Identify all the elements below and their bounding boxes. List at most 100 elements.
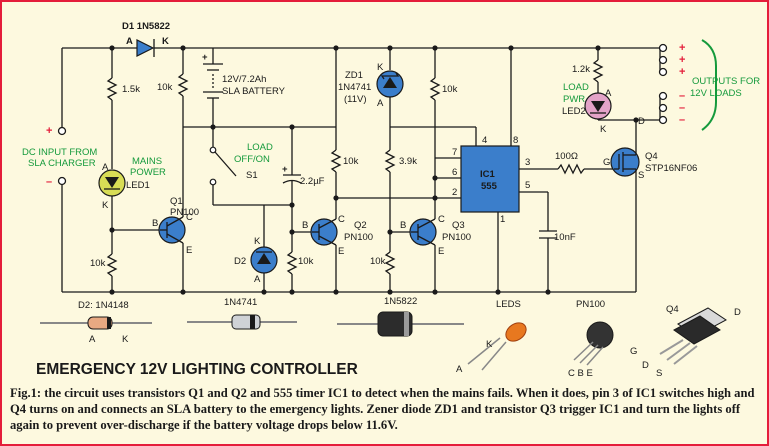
r8-value: 10k bbox=[442, 84, 458, 95]
battery: + 12V/7.2Ah SLA BATTERY bbox=[183, 48, 336, 130]
pin-8: 8 bbox=[513, 135, 518, 146]
s1-label-2: OFF/ON bbox=[234, 154, 270, 165]
part-d1-label: 1N5822 bbox=[384, 296, 417, 307]
r7-value: 10k bbox=[370, 256, 386, 267]
q3-name: Q3 bbox=[452, 220, 465, 231]
led2-branch: 1.2k A K LOAD PWR LED2 bbox=[562, 48, 660, 135]
q4-g: G bbox=[603, 157, 610, 168]
transistor-q1: B C E Q1 PN100 bbox=[152, 196, 199, 292]
left-branch: 1.5k A K MAINS POWER LED1 10k bbox=[90, 48, 166, 292]
part-zener-label: 1N4741 bbox=[224, 297, 257, 308]
circuit-schematic: D1 1N5822 A K + – DC INPUT FROM SLA CHAR… bbox=[22, 21, 760, 379]
zd1-a: A bbox=[377, 98, 384, 109]
r8-branch: 10k bbox=[429, 48, 458, 219]
input-label-1: DC INPUT FROM bbox=[22, 147, 97, 158]
q1-e: E bbox=[186, 245, 192, 256]
q1-c: C bbox=[186, 212, 193, 223]
ic1-555: IC1 555 4 8 7 6 2 3 5 1 bbox=[390, 48, 558, 292]
transistor-q3: B C E Q3 PN100 bbox=[400, 214, 471, 292]
switch-s1: LOAD OFF/ON S1 bbox=[209, 127, 292, 242]
figure-title: EMERGENCY 12V LIGHTING CONTROLLER bbox=[36, 361, 358, 378]
parts-row: D2: 1N4148 A K 1N4741 1N5822 LEDS K A PN… bbox=[40, 296, 741, 379]
diode-d2: K A D2 bbox=[234, 236, 278, 292]
zd1-k: K bbox=[377, 62, 384, 73]
q1-name: Q1 bbox=[170, 196, 183, 207]
led1-a: A bbox=[102, 162, 109, 173]
d2-k: K bbox=[254, 236, 261, 247]
out-plus-3: + bbox=[679, 66, 685, 78]
out-plus-1: + bbox=[679, 42, 685, 54]
r6-value: 3.9k bbox=[399, 156, 417, 167]
q2-type: PN100 bbox=[344, 232, 373, 243]
resistor-r11: 100Ω bbox=[555, 151, 614, 175]
d1-label: D1 1N5822 bbox=[122, 21, 170, 32]
part-q4-label: Q4 bbox=[666, 304, 679, 315]
part-q4-g: G bbox=[630, 346, 637, 357]
led2-name: LED2 bbox=[562, 106, 586, 117]
q2-e: E bbox=[338, 246, 344, 257]
part-leds-a: A bbox=[456, 364, 463, 375]
led2-label-1: LOAD bbox=[563, 82, 589, 93]
ic1-type: 555 bbox=[481, 181, 498, 192]
battery-label-1: 12V/7.2Ah bbox=[222, 74, 266, 85]
q2-b: B bbox=[302, 220, 308, 231]
output-terminals: + + + – – – OUTPUTS FOR 12V LOADS bbox=[658, 39, 760, 131]
q2-name: Q2 bbox=[354, 220, 367, 231]
out-minus-3: – bbox=[679, 114, 685, 126]
q4-name: Q4 bbox=[645, 151, 658, 162]
s1-name: S1 bbox=[246, 170, 258, 181]
battery-plus: + bbox=[202, 52, 208, 63]
battery-label-2: SLA BATTERY bbox=[222, 86, 286, 97]
r5-value: 10k bbox=[343, 156, 359, 167]
d1-a: A bbox=[126, 36, 133, 47]
zd1-label-1: ZD1 bbox=[345, 70, 363, 81]
r11-value: 100Ω bbox=[555, 151, 578, 162]
transistor-q2: B C E Q2 PN100 bbox=[302, 214, 373, 292]
r3-value: 10k bbox=[157, 82, 173, 93]
d1-k: K bbox=[162, 36, 169, 47]
d2-name: D2 bbox=[234, 256, 246, 267]
r10-value: 1.2k bbox=[572, 64, 590, 75]
q3-c: C bbox=[438, 214, 445, 225]
out-minus-1: – bbox=[679, 90, 685, 102]
q2-c: C bbox=[338, 214, 345, 225]
led1-label-1: MAINS bbox=[132, 156, 162, 167]
r1-value: 1.5k bbox=[122, 84, 140, 95]
r5-branch: 10k bbox=[330, 48, 435, 219]
top-rail bbox=[61, 45, 660, 127]
pin-2: 2 bbox=[452, 187, 457, 198]
pin-6: 6 bbox=[452, 167, 457, 178]
input-terminals: + – DC INPUT FROM SLA CHARGER bbox=[22, 125, 97, 292]
ic1-name: IC1 bbox=[480, 169, 496, 180]
input-label-2: SLA CHARGER bbox=[28, 158, 96, 169]
led2-k: K bbox=[600, 124, 607, 135]
pin-3: 3 bbox=[525, 157, 530, 168]
diode-d1: D1 1N5822 A K bbox=[122, 21, 170, 57]
part-leds-k: K bbox=[486, 339, 493, 350]
led2-label-2: PWR bbox=[563, 94, 585, 105]
q4-d: D bbox=[638, 116, 645, 127]
part-q4-s: S bbox=[656, 368, 662, 379]
r4-branch: 10k bbox=[286, 202, 314, 292]
part-leds-label: LEDS bbox=[496, 299, 521, 310]
d2-a: A bbox=[254, 274, 261, 285]
q3-e: E bbox=[438, 246, 444, 257]
led1-k: K bbox=[102, 200, 109, 211]
zd1-label-3: (11V) bbox=[344, 94, 367, 105]
r4-value: 10k bbox=[298, 256, 314, 267]
zd1-label-2: 1N4741 bbox=[338, 82, 371, 93]
zener-zd1: K A ZD1 1N4741 (11V) bbox=[338, 48, 404, 150]
part-pn100-cbe: C B E bbox=[568, 368, 593, 379]
q4-s: S bbox=[638, 170, 644, 181]
pin-4: 4 bbox=[482, 135, 487, 146]
part-d2-label: D2: 1N4148 bbox=[78, 300, 129, 311]
c1-value: 2.2µF bbox=[300, 176, 325, 187]
led1-label-2: POWER bbox=[130, 167, 166, 178]
capacitor-c1: + 2.2µF bbox=[282, 124, 325, 205]
input-plus: + bbox=[46, 125, 52, 137]
out-plus-2: + bbox=[679, 54, 685, 66]
pin-1: 1 bbox=[500, 214, 505, 225]
r6-r7-branch: 3.9k 10k bbox=[370, 149, 417, 292]
outputs-label-2: 12V LOADS bbox=[690, 88, 742, 99]
mosfet-q4: G D S Q4 STP16NF06 bbox=[603, 116, 697, 181]
